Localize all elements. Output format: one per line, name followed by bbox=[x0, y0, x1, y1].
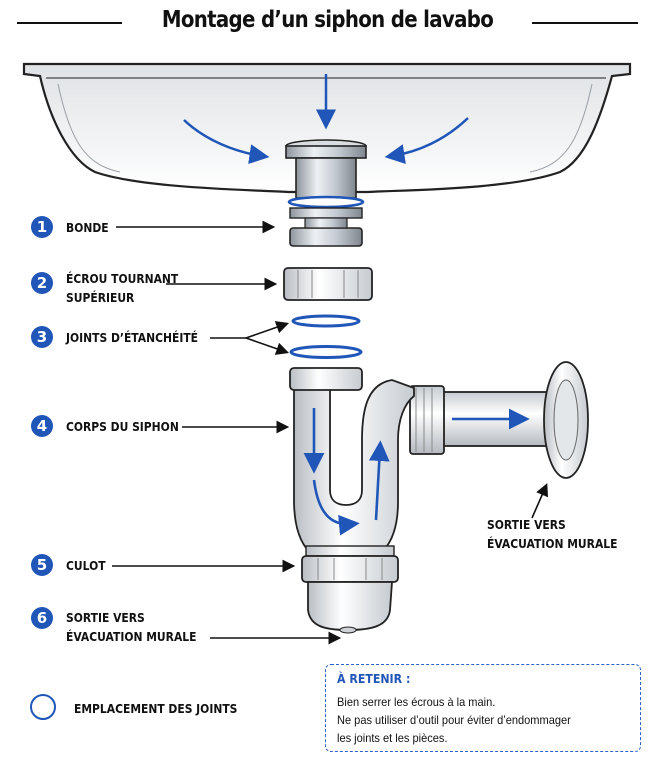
badge-sortie: 6 bbox=[31, 607, 53, 629]
label-ecrou-tournant-line2: SUPÉRIEUR bbox=[66, 290, 135, 305]
reminder-line-2: Ne pas utiliser d’outil pour éviter d’en… bbox=[337, 713, 571, 727]
flow-arrow-right bbox=[384, 117, 469, 164]
reminder-box: À RETENIR : Bien serrer les écrous à la … bbox=[325, 664, 641, 752]
reminder-line-1: Bien serrer les écrous à la main. bbox=[337, 695, 496, 709]
trap-flow-up bbox=[368, 440, 390, 521]
label-sortie-line1: SORTIE VERS bbox=[66, 610, 145, 625]
title-bar: Montage d’un siphon de lavabo bbox=[0, 0, 655, 46]
label-sortie-line2: ÉVACUATION MURALE bbox=[66, 629, 197, 644]
outlet-callout-line1: SORTIE VERS bbox=[487, 517, 566, 532]
page-title: Montage d’un siphon de lavabo bbox=[161, 7, 494, 33]
badge-joints: 3 bbox=[31, 326, 53, 348]
reminder-line-3: les joints et les pièces. bbox=[337, 731, 448, 745]
badge-culot: 5 bbox=[31, 554, 53, 576]
siphon-body bbox=[289, 361, 589, 634]
title-rule-left bbox=[17, 22, 122, 24]
flow-arrow-left bbox=[183, 119, 270, 165]
label-bonde: BONDE bbox=[66, 220, 109, 235]
badge-bonde: 1 bbox=[31, 216, 53, 238]
outlet-callout-line2: ÉVACUATION MURALE bbox=[487, 536, 618, 551]
legend-label: EMPLACEMENT DES JOINTS bbox=[74, 701, 238, 716]
upper-nut bbox=[283, 267, 373, 301]
badge-corps-siphon: 4 bbox=[31, 415, 53, 437]
label-joints: JOINTS D’ÉTANCHÉITÉ bbox=[66, 330, 199, 345]
label-culot: CULOT bbox=[66, 558, 106, 573]
seal-location-legend-icon bbox=[30, 694, 56, 720]
title-rule-right bbox=[532, 22, 638, 24]
drain-plug bbox=[285, 139, 367, 247]
badge-ecrou-tournant: 2 bbox=[31, 272, 53, 294]
label-corps-siphon: CORPS DU SIPHON bbox=[66, 419, 179, 434]
seal-ring-upper bbox=[291, 314, 361, 328]
seal-ring-lower bbox=[289, 345, 363, 359]
label-ecrou-tournant-line1: ÉCROU TOURNANT bbox=[66, 271, 179, 286]
leader-lines bbox=[112, 220, 549, 645]
trap-flow-bottom bbox=[312, 479, 360, 536]
reminder-title: À RETENIR : bbox=[337, 671, 411, 686]
